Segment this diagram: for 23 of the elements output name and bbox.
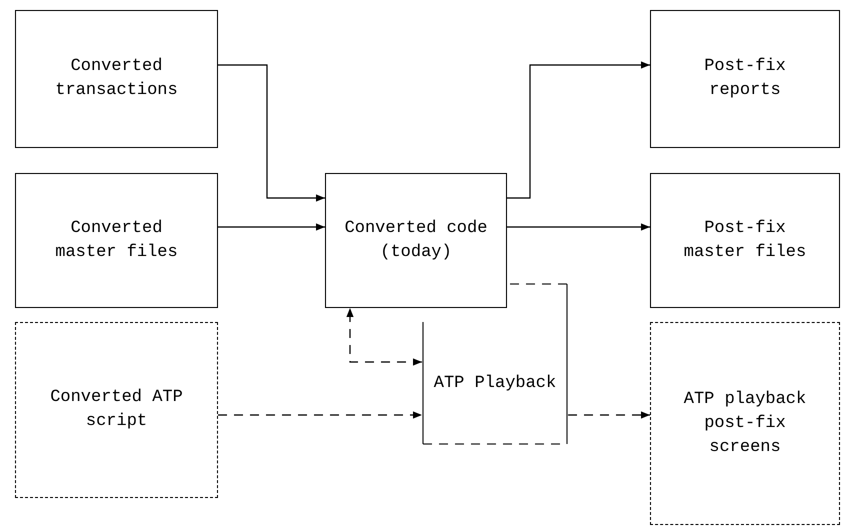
box-label: ATP playback post-fix screens xyxy=(682,388,808,458)
arrow xyxy=(218,64,325,202)
box-label: Post-fix master files xyxy=(682,218,808,264)
box-label: Converted master files xyxy=(54,218,179,264)
arrow xyxy=(218,223,325,231)
process-box xyxy=(650,322,840,525)
arrow xyxy=(507,223,650,231)
box-label: Converted code (today) xyxy=(344,218,488,264)
box-label: Converted transactions xyxy=(54,56,179,102)
arrow xyxy=(568,411,650,419)
process-box xyxy=(422,283,568,445)
process-box xyxy=(325,173,507,308)
box-label: Post-fix reports xyxy=(703,56,787,102)
arrow xyxy=(218,411,422,419)
process-box xyxy=(15,173,218,308)
process-box xyxy=(15,322,218,498)
process-box xyxy=(15,10,218,148)
arrow xyxy=(346,308,422,366)
arrow xyxy=(507,61,650,199)
process-box xyxy=(650,10,840,148)
process-box xyxy=(650,173,840,308)
box-label: Converted ATP script xyxy=(49,387,184,433)
box-label: ATP Playback xyxy=(434,372,556,394)
